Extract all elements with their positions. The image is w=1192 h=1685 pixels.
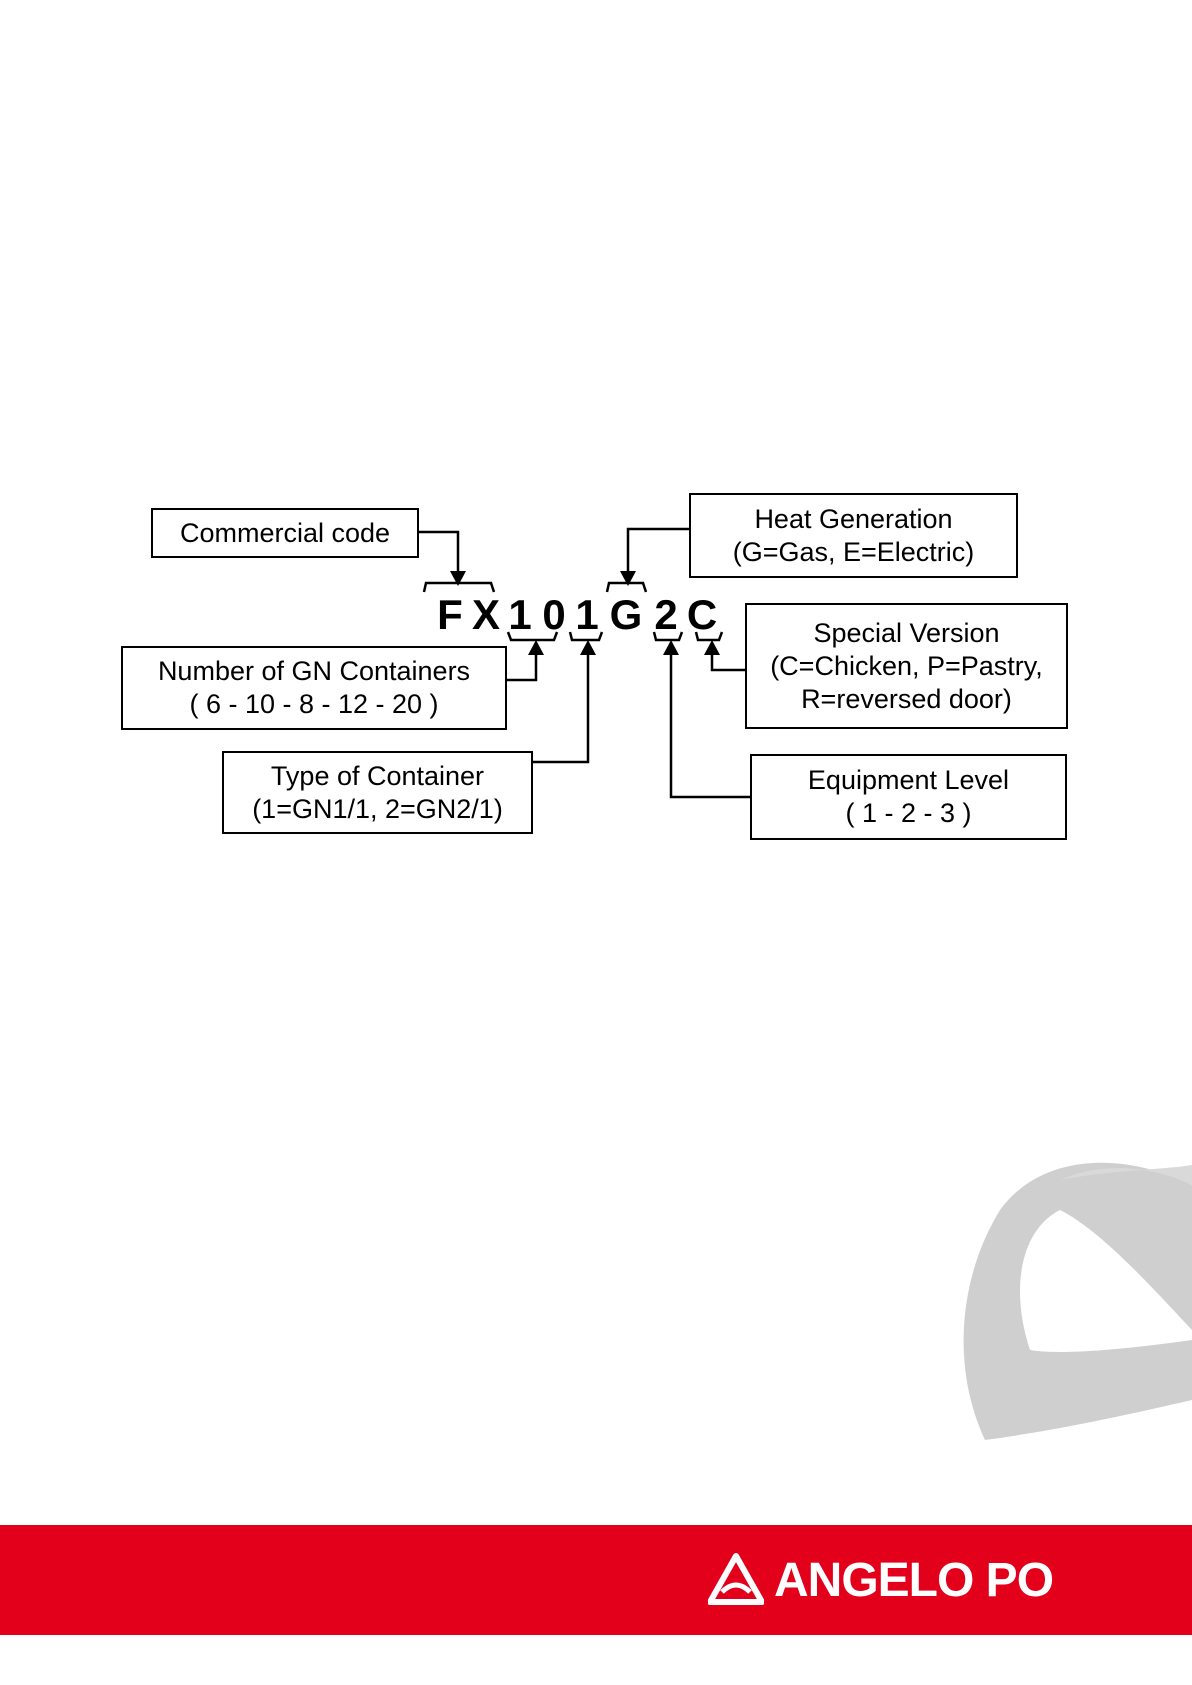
code-letter-2: 2 [648,587,684,643]
code-letter-x: X [468,587,504,643]
special-version-options-1: (C=Chicken, P=Pastry, [770,650,1043,683]
code-letter-c: C [684,587,720,643]
special-version-options-2: R=reversed door) [801,683,1012,716]
code-letter-g: G [608,587,644,643]
commercial-code-box: Commercial code [151,508,419,558]
brand-logo: ANGELO PO [708,1536,1100,1624]
special-version-title: Special Version [813,617,999,650]
equipment-level-options: ( 1 - 2 - 3 ) [845,797,971,830]
gn-containers-box: Number of GN Containers ( 6 - 10 - 8 - 1… [121,646,507,730]
gn-containers-options: ( 6 - 10 - 8 - 12 - 20 ) [189,688,438,721]
gn-containers-title: Number of GN Containers [158,655,470,688]
code-letter-1b: 1 [569,587,605,643]
special-version-box: Special Version (C=Chicken, P=Pastry, R=… [745,603,1068,729]
container-type-options: (1=GN1/1, 2=GN2/1) [252,793,503,826]
heat-generation-title: Heat Generation [754,503,952,536]
heat-generation-options: (G=Gas, E=Electric) [733,536,975,569]
equipment-level-title: Equipment Level [808,764,1009,797]
logo-wordmark: ANGELO PO [774,1553,1053,1608]
logo-mark-icon [708,1552,764,1608]
code-letter-f: F [432,587,468,643]
heat-generation-box: Heat Generation (G=Gas, E=Electric) [689,493,1018,578]
commercial-code-label: Commercial code [180,517,390,550]
container-type-box: Type of Container (1=GN1/1, 2=GN2/1) [222,751,533,834]
code-letter-0: 0 [536,587,572,643]
equipment-level-box: Equipment Level ( 1 - 2 - 3 ) [750,754,1067,840]
container-type-title: Type of Container [271,760,484,793]
code-letter-1a: 1 [502,587,538,643]
